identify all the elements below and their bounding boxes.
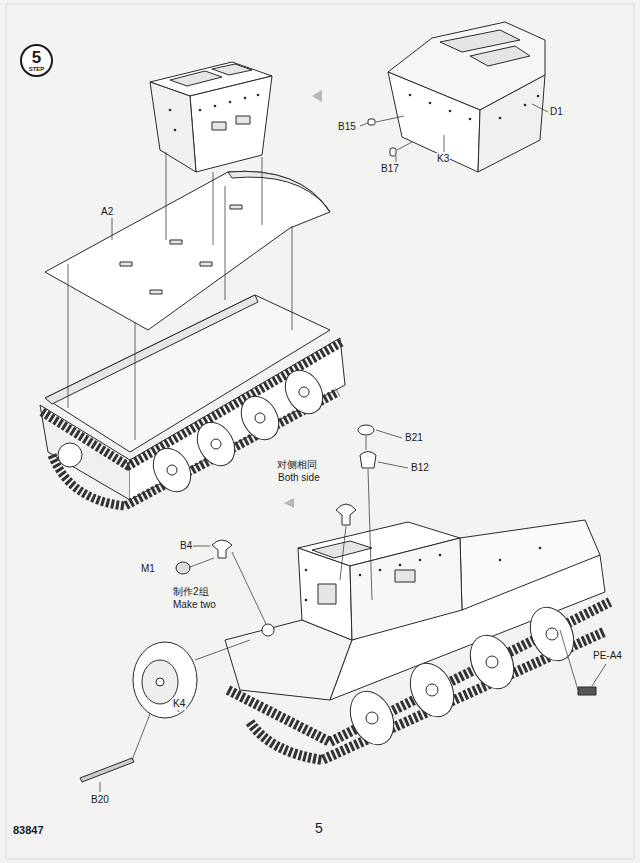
part-number: B21 [404, 432, 424, 444]
part-number: 5 [314, 820, 324, 836]
step-word: STEP [29, 66, 45, 72]
step-number: 5 [32, 49, 41, 66]
part-number: K4 [172, 698, 186, 710]
part-number: M1 [140, 563, 156, 575]
part-number: PE-A4 [592, 650, 623, 662]
part-number: K3 [436, 153, 450, 165]
part-number: Make two [172, 599, 217, 611]
step-badge: 5STEP [20, 44, 53, 77]
part-number: D1 [549, 106, 564, 118]
part-number: 对侧相同 [276, 459, 318, 471]
part-number: 制作2组 [172, 586, 210, 598]
part-number: A2 [100, 206, 114, 218]
part-number: 83847 [12, 824, 45, 837]
part-number: B4 [179, 540, 193, 552]
part-number: B15 [337, 121, 357, 133]
part-number: B20 [90, 794, 110, 806]
part-number: B12 [410, 462, 430, 474]
part-number: Both side [277, 472, 321, 484]
part-number: B17 [380, 163, 400, 175]
